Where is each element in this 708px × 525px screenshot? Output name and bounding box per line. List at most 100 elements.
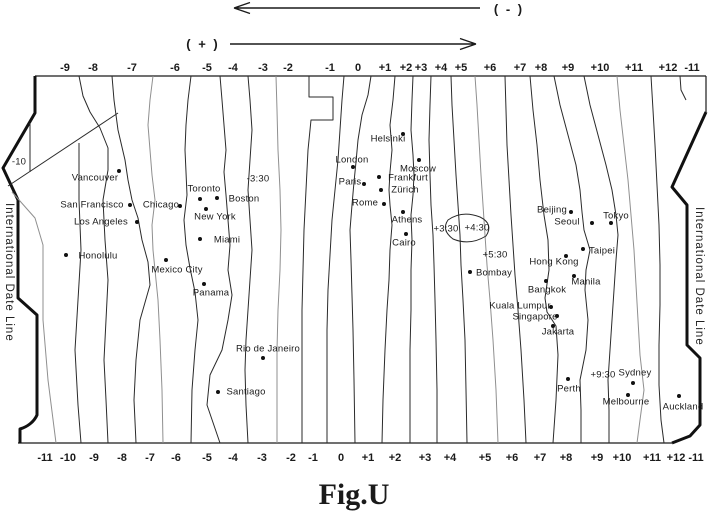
- city-dot-panama: [202, 282, 206, 286]
- city-dot-beijing: [569, 210, 573, 214]
- city-label-helsinki: Helsinki: [370, 133, 406, 145]
- bottom-axis-label-10: +10: [612, 452, 632, 464]
- city-dot-jakarta: [551, 324, 555, 328]
- city-dot-hong-kong: [564, 254, 568, 258]
- bottom-axis-label-6: -6: [171, 452, 181, 464]
- city-dot-miami: [198, 237, 202, 241]
- city-label-santiago: Santiago: [226, 386, 266, 398]
- city-label-auckland: Auckland: [662, 401, 704, 413]
- bottom-axis-label-5: +5: [478, 452, 492, 464]
- bottom-axis-label-0: 0: [337, 452, 345, 464]
- city-label-chicago: Chicago: [142, 199, 180, 211]
- city-dot-perth: [566, 377, 570, 381]
- city-label-bombay: Bombay: [475, 267, 513, 279]
- city-label-london: London: [335, 154, 369, 166]
- city-dot-taipei: [581, 247, 585, 251]
- city-label-toronto: Toronto: [187, 183, 221, 195]
- city-label-hong-kong: Hong Kong: [529, 256, 579, 268]
- bottom-axis-label-4: +4: [443, 452, 457, 464]
- city-label-san-francisco: San Francisco: [60, 199, 124, 211]
- city-dot-manila: [572, 274, 576, 278]
- top-axis-label-11: +11: [624, 62, 644, 74]
- bottom-axis-label-5: -5: [202, 452, 212, 464]
- city-label-seoul: Seoul: [554, 216, 580, 228]
- top-axis-label-1: +1: [378, 62, 392, 74]
- zone-offset-label-3-30: -3:30: [246, 173, 270, 185]
- city-label-rome: Rome: [351, 197, 379, 209]
- top-axis-label-4: -4: [228, 62, 238, 74]
- city-label-new-york: New York: [194, 211, 236, 223]
- top-axis-label-2: +2: [399, 62, 413, 74]
- top-axis-label-3: +3: [414, 62, 428, 74]
- bottom-axis-label-3: -3: [257, 452, 267, 464]
- bottom-axis-label-6: +6: [505, 452, 519, 464]
- bottom-axis-label-4: -4: [228, 452, 238, 464]
- city-label-z-rich: Zürich: [391, 184, 419, 196]
- city-dot-helsinki: [401, 132, 405, 136]
- top-axis-label-0: 0: [354, 62, 362, 74]
- city-dot-melbourne: [626, 393, 630, 397]
- city-label-bangkok: Bangkok: [527, 284, 567, 296]
- city-label-los-angeles: Los Angeles: [74, 216, 128, 228]
- city-label-mexico-city: Mexico City: [151, 264, 203, 276]
- city-dot-santiago: [216, 390, 220, 394]
- top-axis-label-5: -5: [202, 62, 212, 74]
- city-label-athens: Athens: [391, 214, 423, 226]
- city-label-vancouver: Vancouver: [71, 172, 119, 184]
- city-dot-vancouver: [117, 169, 121, 173]
- city-dot-san-francisco: [128, 203, 132, 207]
- city-dot-moscow: [417, 158, 421, 162]
- city-dot-sydney: [631, 381, 635, 385]
- city-label-sydney: Sydney: [618, 367, 652, 379]
- city-dot-bombay: [468, 270, 472, 274]
- international-date-line-label-left: International Date Line: [3, 203, 15, 342]
- city-label-cairo: Cairo: [392, 237, 416, 249]
- bottom-axis-label-11: -11: [688, 452, 704, 464]
- bottom-axis-label-8: -8: [117, 452, 127, 464]
- direction-arrows-lines: [230, 1, 480, 51]
- city-label-melbourne: Melbourne: [602, 396, 650, 408]
- top-axis-label-5: +5: [454, 62, 468, 74]
- bottom-axis-label-10: -10: [60, 452, 76, 464]
- city-dot-honolulu: [64, 253, 68, 257]
- bottom-axis-label-7: -7: [145, 452, 155, 464]
- zone-offset-label-4-30: +4:30: [464, 222, 490, 234]
- city-label-miami: Miami: [213, 234, 241, 246]
- zone-offset-label-10: -10: [11, 156, 27, 168]
- bottom-axis-label-12: +12: [666, 452, 686, 464]
- city-dot-rome: [382, 202, 386, 206]
- city-label-taipei: Taipei: [588, 245, 616, 257]
- negative-direction-arrow: [233, 1, 480, 15]
- city-dot-chicago: [178, 204, 182, 208]
- timezone-boundaries: [7, 75, 687, 444]
- city-label-panama: Panama: [192, 287, 230, 299]
- city-dot-london: [351, 165, 355, 169]
- city-dot-athens: [401, 210, 405, 214]
- bottom-axis-label-2: +2: [388, 452, 402, 464]
- city-dot-toronto: [198, 197, 202, 201]
- city-dot-frankfurt: [377, 175, 381, 179]
- top-axis-label-3: -3: [258, 62, 268, 74]
- city-label-frankfurt: Frankfurt: [388, 172, 428, 184]
- bottom-axis-label-9: -9: [89, 452, 99, 464]
- zone-offset-label-9-30: +9:30: [590, 369, 616, 381]
- city-dot-tokyo: [609, 221, 613, 225]
- top-axis-label-6: -6: [170, 62, 180, 74]
- bottom-axis-label-11: -11: [37, 452, 53, 464]
- city-label-paris: Paris: [338, 176, 362, 188]
- top-axis-label-11: -11: [684, 62, 700, 74]
- city-dot-auckland: [677, 394, 681, 398]
- city-dot-new-york: [204, 207, 208, 211]
- bottom-axis-label-1: -1: [308, 452, 318, 464]
- bottom-axis-label-3: +3: [418, 452, 432, 464]
- bottom-axis-label-8: +8: [559, 452, 573, 464]
- city-label-singapore: Singapore: [512, 311, 558, 323]
- city-label-tokyo: Tokyo: [603, 210, 629, 222]
- top-axis-label-4: +4: [434, 62, 448, 74]
- top-axis-label-8: +8: [534, 62, 548, 74]
- top-axis-label-8: -8: [88, 62, 98, 74]
- city-dot-singapore: [555, 314, 559, 318]
- city-dot-z-rich: [379, 188, 383, 192]
- negative-direction-label: ( - ): [493, 1, 525, 17]
